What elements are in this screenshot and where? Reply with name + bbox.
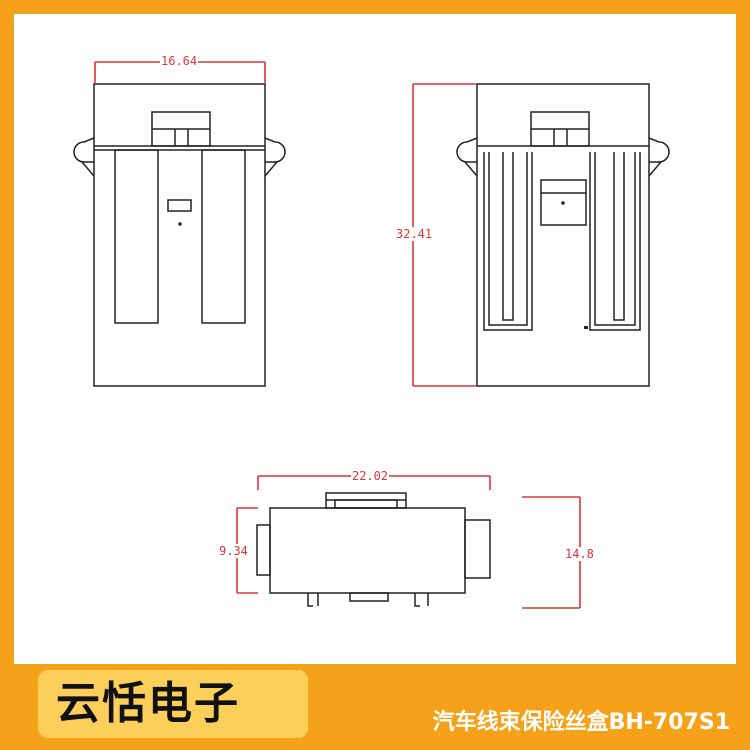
back-right-clip: [648, 161, 662, 177]
dim-label-height: 32.41: [395, 227, 434, 241]
dim-label-top-length: 22.02: [351, 469, 390, 483]
top-right-foot: [414, 593, 420, 607]
dim-label-total-depth: 14.8: [564, 547, 595, 561]
top-left-tab: [256, 524, 271, 576]
front-right-clip: [264, 161, 278, 177]
brand-name: 云恬电子: [56, 678, 240, 729]
front-label-window: [167, 199, 192, 212]
back-right-channel-outer: [589, 152, 641, 331]
front-body-outline: [93, 83, 266, 387]
top-left-foot: [307, 593, 313, 607]
back-body-outline: [476, 83, 650, 387]
back-left-clip: [464, 161, 478, 177]
front-left-clip: [81, 161, 95, 177]
drawing-canvas: 16.64 32.41 22.02 9.34 14.8: [14, 14, 736, 664]
top-upper-latch-inner: [334, 499, 398, 509]
front-left-ear: [73, 137, 95, 163]
back-left-channel-core: [502, 152, 514, 321]
dimension-lines: [94, 61, 581, 609]
back-right-channel-core: [613, 152, 625, 321]
back-center-window: [540, 179, 587, 226]
back-bottom-notch: [584, 326, 588, 329]
top-body-outline: [269, 507, 466, 594]
back-left-channel-outer: [483, 152, 533, 331]
back-left-channel-inner: [488, 152, 528, 326]
front-view: [73, 83, 286, 387]
top-view: [256, 492, 491, 607]
product-name: 汽车线束保险丝盒BH-707S1: [432, 710, 730, 735]
dim-label-front-width: 16.64: [160, 54, 199, 68]
back-view: [456, 83, 670, 387]
front-left-slot: [114, 149, 159, 324]
brand-badge: [38, 670, 308, 738]
front-mark-dot: [178, 222, 182, 226]
front-right-ear: [264, 137, 286, 163]
front-right-slot: [201, 149, 246, 324]
back-right-channel-inner: [594, 152, 636, 326]
dim-label-depth: 9.34: [218, 544, 249, 558]
back-right-ear: [648, 137, 670, 163]
top-lower-latch: [349, 592, 389, 602]
back-mark-dot: [561, 201, 565, 205]
top-right-tab: [464, 519, 491, 579]
back-left-ear: [456, 137, 478, 163]
technical-drawing: [73, 61, 670, 609]
